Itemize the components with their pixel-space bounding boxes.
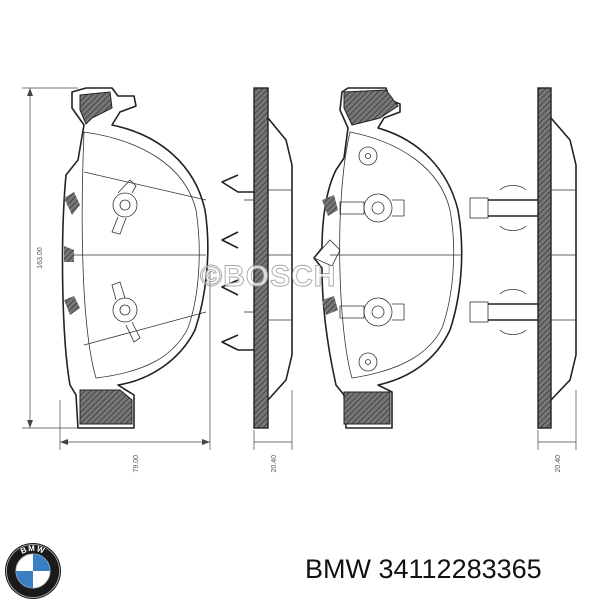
width-dimension-label: 79.00 <box>133 455 140 473</box>
left-pad-front-view <box>61 87 209 429</box>
caption-part-number: 34112283365 <box>378 554 542 584</box>
left-pad-clip-lower <box>111 281 141 343</box>
right-pad-clip-lower <box>339 297 405 327</box>
right-thickness-label: 20.40 <box>555 455 562 473</box>
width-dimension: 79.00 <box>59 270 211 473</box>
left-pad-clip-upper <box>111 179 138 235</box>
caption-brand: BMW <box>305 554 371 584</box>
left-thickness-label: 20.40 <box>271 455 278 473</box>
right-thickness-dimension: 20.40 <box>537 390 577 473</box>
right-wear-sensor-lower <box>469 289 538 335</box>
right-pad-clip-upper <box>339 193 405 223</box>
height-dimension: 163.00 <box>22 87 78 429</box>
left-thickness-dimension: 20.40 <box>253 390 293 473</box>
bosch-watermark: ©BOSCH <box>200 260 336 293</box>
bmw-logo: BMW <box>5 543 61 599</box>
bmw-logo-text: BMW <box>19 544 45 556</box>
part-caption: BMW 34112283365 <box>305 554 542 585</box>
right-wear-sensor-upper <box>469 185 538 231</box>
right-pad-rear-view <box>313 87 463 429</box>
height-dimension-label: 163.00 <box>37 247 44 269</box>
svg-text:BMW: BMW <box>19 544 46 556</box>
right-pad-side-view <box>469 87 577 429</box>
left-pad-side-view <box>221 87 293 429</box>
